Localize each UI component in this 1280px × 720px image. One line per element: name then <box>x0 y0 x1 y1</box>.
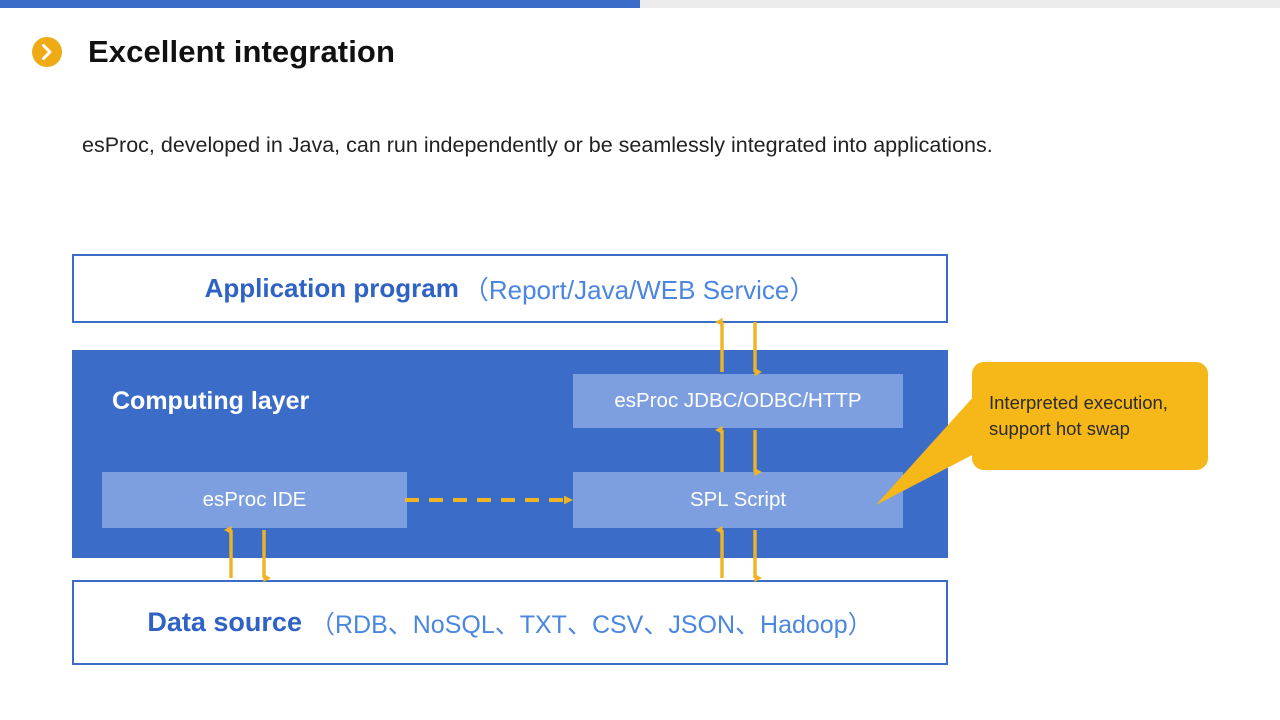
computing-layer-box: Computing layer esProc JDBC/ODBC/HTTP SP… <box>72 350 948 558</box>
computing-layer-label: Computing layer <box>112 387 310 415</box>
callout-text: Interpreted execution, support hot swap <box>989 392 1168 439</box>
esproc-ide-label: esProc IDE <box>202 488 307 511</box>
esproc-jdbc-label: esProc JDBC/ODBC/HTTP <box>614 389 862 412</box>
intro-paragraph: esProc, developed in Java, can run indep… <box>82 133 993 157</box>
spl-script-label: SPL Script <box>689 488 787 511</box>
callout-bubble: Interpreted execution, support hot swap <box>972 362 1208 470</box>
page-title-text: Excellent integration <box>88 34 395 69</box>
chevron-right-circle-icon <box>32 37 62 67</box>
spl-script-box: SPL Script <box>573 472 903 528</box>
application-program-box: Application program （Report/Java/WEB Ser… <box>72 254 948 323</box>
progress-bar-track <box>0 0 1280 8</box>
page-title: Excellent integration <box>32 34 395 70</box>
data-source-title: Data source <box>147 607 302 637</box>
data-source-subtitle: （RDB、NoSQL、TXT、CSV、JSON、Hadoop） <box>309 610 873 639</box>
application-program-subtitle: （Report/Java/WEB Service） <box>462 275 816 305</box>
data-source-box: Data source （RDB、NoSQL、TXT、CSV、JSON、Hado… <box>72 580 948 665</box>
esproc-ide-box: esProc IDE <box>102 472 407 528</box>
application-program-title: Application program <box>204 273 459 303</box>
esproc-jdbc-box: esProc JDBC/ODBC/HTTP <box>573 374 903 428</box>
progress-bar-fill <box>0 0 640 8</box>
